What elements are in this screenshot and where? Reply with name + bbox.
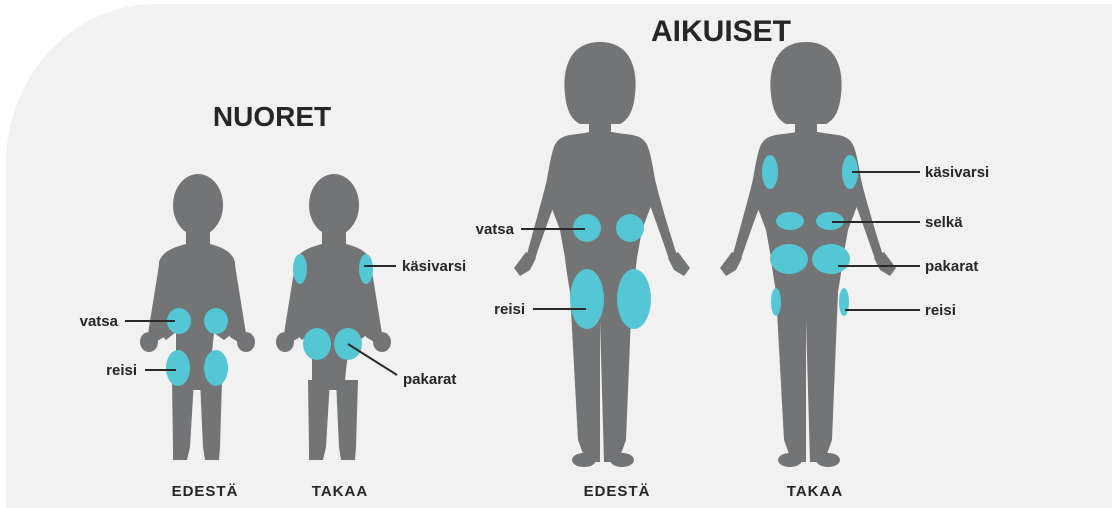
adult-front-silhouette — [514, 42, 690, 467]
child-abdomen-label: vatsa — [80, 313, 119, 330]
adult-back-caption: TAKAA — [787, 483, 843, 500]
child-front-thigh-right-site — [204, 350, 228, 386]
child-front-thigh-left-site — [166, 350, 190, 386]
adult-thigh-back-label: reisi — [925, 302, 956, 319]
adults-title: AIKUISET — [651, 15, 791, 48]
adult-back-figure — [720, 42, 896, 467]
child-back-buttock-left-site — [303, 328, 331, 360]
adult-arm-label: käsivarsi — [925, 164, 989, 181]
adult-buttocks-label: pakarat — [925, 258, 978, 275]
adult-back-thigh-right-site — [839, 288, 849, 316]
adult-thigh-label: reisi — [494, 301, 525, 318]
adult-back-buttock-left-site — [770, 244, 808, 274]
adult-abdomen-label: vatsa — [476, 221, 515, 238]
adult-back-buttock-right-site — [812, 244, 850, 274]
child-thigh-label: reisi — [106, 362, 137, 379]
child-front-caption: EDESTÄ — [172, 483, 239, 500]
child-buttocks-label: pakarat — [403, 371, 456, 388]
adult-back-label: selkä — [925, 214, 963, 231]
child-back-caption: TAKAA — [312, 483, 368, 500]
child-buttocks-leader — [348, 344, 397, 375]
adult-front-caption: EDESTÄ — [584, 483, 651, 500]
child-front-abdomen-right-site — [204, 308, 228, 334]
child-back-silhouette — [276, 174, 391, 460]
adult-back-lower-back-left-site — [776, 212, 804, 230]
youth-title: NUORET — [213, 101, 331, 132]
adult-back-silhouette — [720, 42, 896, 467]
adult-back-arm-left-site — [762, 155, 778, 189]
adult-front-abdomen-right-site — [616, 214, 644, 242]
child-back-arm-left-site — [293, 254, 307, 284]
child-front-silhouette — [140, 174, 255, 460]
adult-front-thigh-right-site — [617, 269, 651, 329]
child-back-figure — [276, 174, 391, 460]
child-back-arm-right-site — [359, 254, 373, 284]
adult-front-figure — [514, 42, 690, 467]
adult-back-thigh-left-site — [771, 288, 781, 316]
adult-front-thigh-left-site — [570, 269, 604, 329]
child-arm-label: käsivarsi — [402, 258, 466, 275]
child-front-figure — [140, 174, 255, 460]
